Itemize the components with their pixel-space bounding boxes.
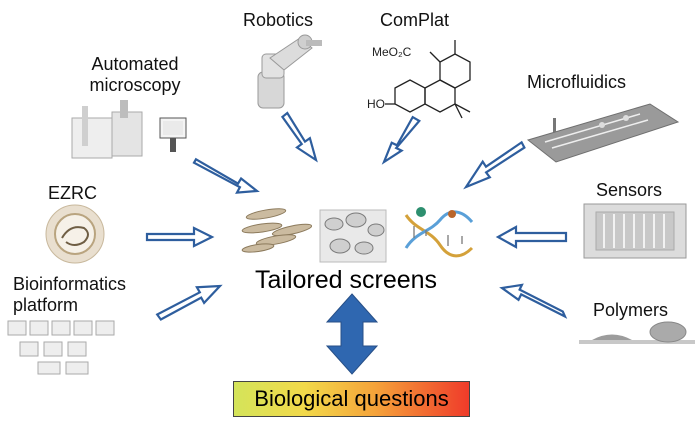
label-ezrc: EZRC (48, 183, 97, 203)
label-microfluidics: Microfluidics (527, 72, 627, 92)
label-polymers: Polymers (593, 300, 669, 320)
zebrafish-image (241, 208, 313, 253)
molecule-structure-image (385, 40, 471, 119)
label-sensors: Sensors (596, 180, 663, 200)
double-headed-arrow (325, 293, 379, 375)
arrow-from-robotics (280, 111, 318, 163)
arrow-from-sensors (495, 225, 568, 249)
label-robotics: Robotics (243, 10, 314, 30)
label-complat: ComPlat (380, 10, 450, 30)
arrow-from-bioinformatics (155, 284, 223, 321)
label-bioinformatics-line2: platform (13, 295, 79, 315)
robot-arm-image (257, 34, 322, 109)
center-title: Tailored screens (255, 266, 438, 294)
arrow-from-ezrc (145, 226, 215, 248)
cells-image (319, 209, 387, 263)
molecule-ester-label: MeO₂C (372, 45, 412, 59)
dna-protein-image (404, 207, 474, 258)
label-automated-microscopy-line2: microscopy (89, 75, 181, 95)
biological-questions-box: Biological questions (233, 381, 470, 417)
bioinformatics-pipeline-image (7, 320, 115, 375)
label-automated-microscopy: Automated microscopy (80, 54, 190, 96)
ezrc-logo-image (45, 204, 105, 264)
microfluidic-chip-image (526, 103, 680, 163)
arrow-from-complat (381, 115, 421, 165)
microscope-image (71, 100, 187, 159)
arrow-from-microfluidics (463, 140, 526, 190)
molecule-hydroxyl-label: HO (367, 97, 385, 111)
arrow-from-automated-microscopy (192, 157, 260, 194)
polymer-droplet-image (579, 321, 695, 344)
label-automated-microscopy-line1: Automated (91, 54, 179, 74)
sensor-board-image (583, 203, 687, 259)
label-bioinformatics-platform: Bioinformatics platform (13, 274, 126, 316)
arrow-from-polymers (499, 283, 568, 319)
label-bioinformatics-line1: Bioinformatics (13, 274, 127, 294)
